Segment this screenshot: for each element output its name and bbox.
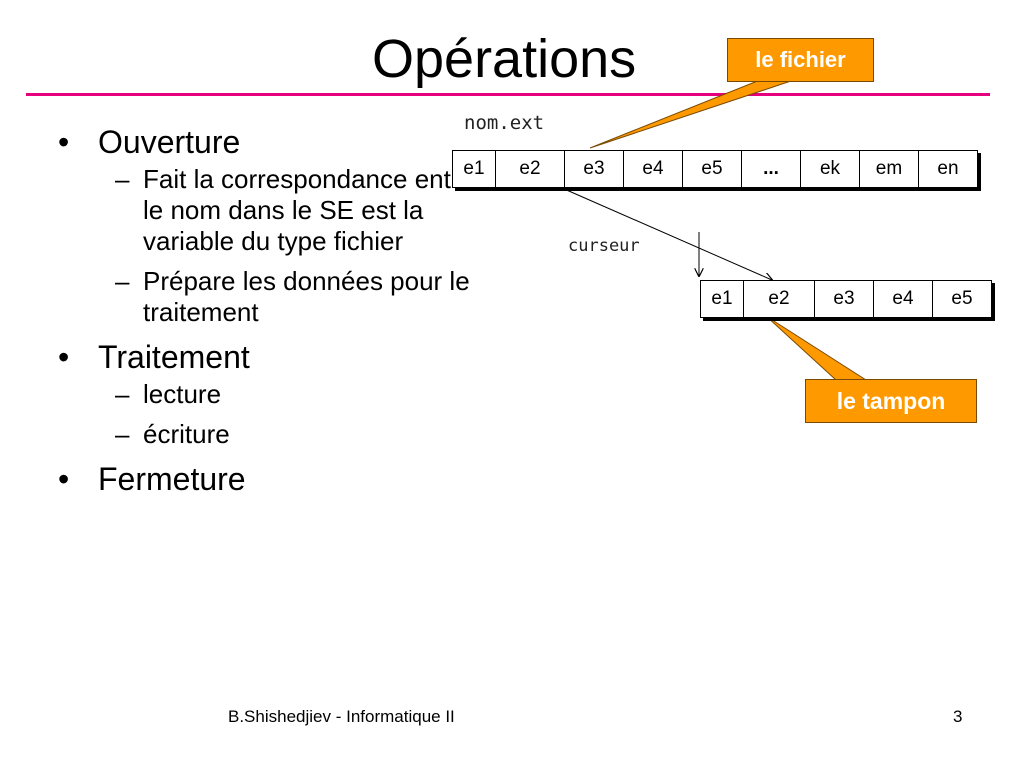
file-cell: e2 (495, 150, 565, 188)
bullet-icon: • (58, 461, 70, 497)
sub-bullet-text: Fait la correspondance entre le nom dans… (143, 164, 474, 256)
file-cell: e1 (452, 150, 496, 188)
dash-icon: – (115, 164, 130, 194)
file-cell: ek (800, 150, 860, 188)
file-callout: le fichier (727, 38, 874, 82)
buffer-cell: e4 (873, 280, 933, 318)
file-cell: e5 (682, 150, 742, 188)
dash-icon: – (115, 266, 130, 296)
file-cell: en (918, 150, 978, 188)
file-callout-pointer (589, 75, 790, 149)
file-cell: em (859, 150, 919, 188)
cursor-label: curseur (568, 236, 640, 256)
buffer-cell: e1 (700, 280, 744, 318)
buffer-callout-pointer (765, 315, 868, 381)
buffer-cell-row: e1 e2 e3 e4 e5 (700, 280, 992, 318)
sub-bullet-text: écriture (143, 419, 230, 449)
title-underline (26, 93, 990, 96)
page-number: 3 (953, 707, 963, 726)
bullet-item: • Ouverture (58, 122, 478, 162)
sub-bullet-item: – écriture (58, 419, 478, 450)
buffer-cell: e2 (743, 280, 815, 318)
footer-author: B.Shishedjiev - Informatique II (228, 707, 455, 726)
sub-bullet-text: lecture (143, 379, 222, 409)
dash-icon: – (115, 419, 130, 449)
slide-title: Opérations (372, 29, 637, 89)
bullet-text: Ouverture (98, 124, 241, 160)
bullet-list: • Ouverture – Fait la correspondance ent… (58, 122, 478, 501)
buffer-cell: e3 (814, 280, 874, 318)
bullet-item: • Fermeture (58, 459, 478, 499)
buffer-cell: e5 (932, 280, 992, 318)
sub-bullet-item: – Prépare les données pour le traitement (58, 266, 478, 328)
bullet-text: Fermeture (98, 461, 246, 497)
file-cell: e4 (623, 150, 683, 188)
buffer-callout: le tampon (805, 379, 977, 423)
transfer-arrow (561, 187, 772, 280)
sub-bullet-item: – Fait la correspondance entre le nom da… (58, 164, 478, 257)
dash-icon: – (115, 379, 130, 409)
sub-bullet-item: – lecture (58, 379, 478, 410)
bullet-item: • Traitement (58, 337, 478, 377)
file-cell-ellipsis: ... (741, 150, 801, 188)
file-cell: e3 (564, 150, 624, 188)
file-cell-row: e1 e2 e3 e4 e5 ... ek em en (452, 150, 978, 188)
sub-bullet-text: Prépare les données pour le traitement (143, 266, 470, 327)
file-name-label: nom.ext (464, 112, 545, 134)
bullet-icon: • (58, 339, 70, 375)
bullet-text: Traitement (98, 339, 250, 375)
bullet-icon: • (58, 124, 70, 160)
